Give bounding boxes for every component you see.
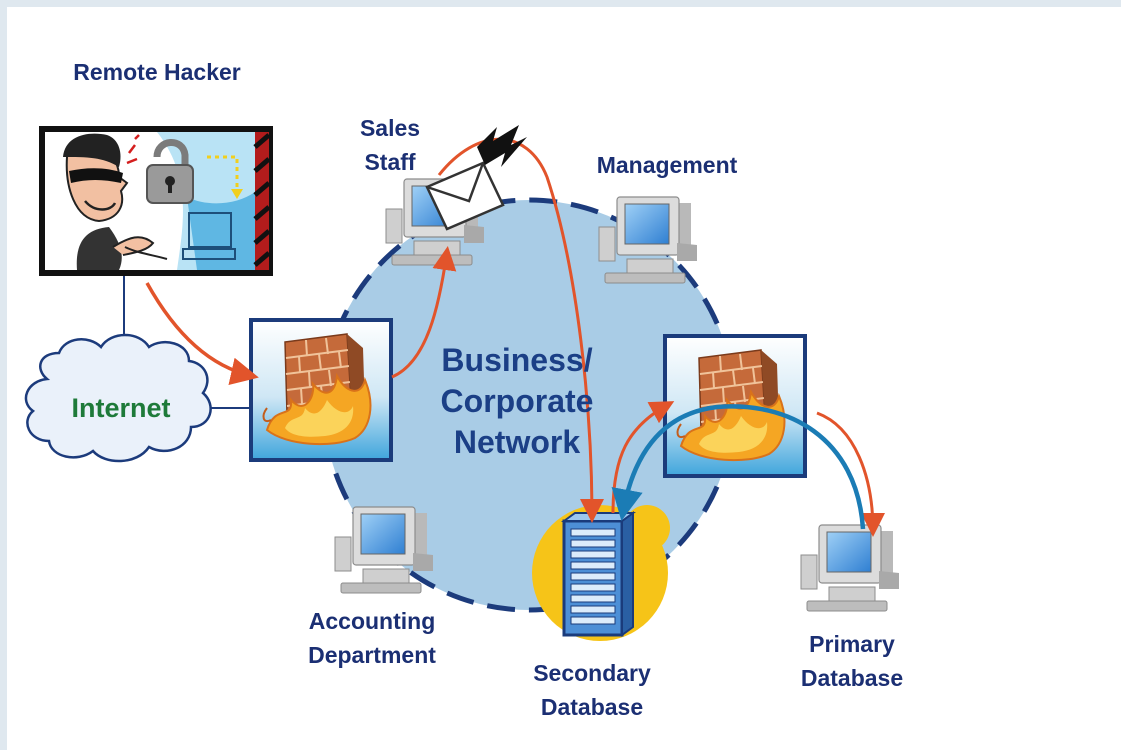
cloud-icon xyxy=(24,333,212,463)
network-label: Business/ Corporate Network xyxy=(412,340,622,463)
attack-arrow-firewall-to-primary xyxy=(816,411,885,537)
network-label-line: Corporate xyxy=(440,383,594,419)
secondary-database-label: Secondary Database xyxy=(502,656,682,724)
primary-database-label: Primary Database xyxy=(767,627,937,695)
sales-staff-label-line: Staff xyxy=(364,149,416,175)
primary-database-label-line: Database xyxy=(800,665,904,691)
slide: Remote Hacker Sales Staff Management Int… xyxy=(7,7,1121,750)
desktop-computer-icon xyxy=(800,524,900,612)
network-attack-diagram xyxy=(24,125,900,641)
attack-arrow-hacker-to-firewall xyxy=(145,282,259,386)
sales-staff-label: Sales Staff xyxy=(345,111,435,179)
management-label: Management xyxy=(596,152,738,178)
accounting-label-line: Department xyxy=(308,642,436,668)
primary-database-label-line: Primary xyxy=(809,631,895,657)
secondary-database-label-line: Database xyxy=(540,694,644,720)
sync-arrow-primary-to-secondary xyxy=(611,404,866,530)
hacker-icon xyxy=(39,126,273,276)
email-envelope-icon xyxy=(425,125,527,231)
sales-staff-label-line: Sales xyxy=(359,115,421,141)
accounting-label: Accounting Department xyxy=(277,604,467,672)
secondary-database-label-line: Secondary xyxy=(533,660,651,686)
accounting-label-line: Accounting xyxy=(308,608,436,634)
internet-label: Internet xyxy=(71,393,171,423)
server-rack-icon xyxy=(532,505,670,641)
network-label-line: Business/ xyxy=(441,342,593,378)
remote-hacker-label: Remote Hacker xyxy=(73,59,241,85)
network-label-line: Network xyxy=(453,424,581,460)
attack-arrow-firewall-to-sales xyxy=(391,246,457,379)
firewall-icon xyxy=(249,318,393,462)
